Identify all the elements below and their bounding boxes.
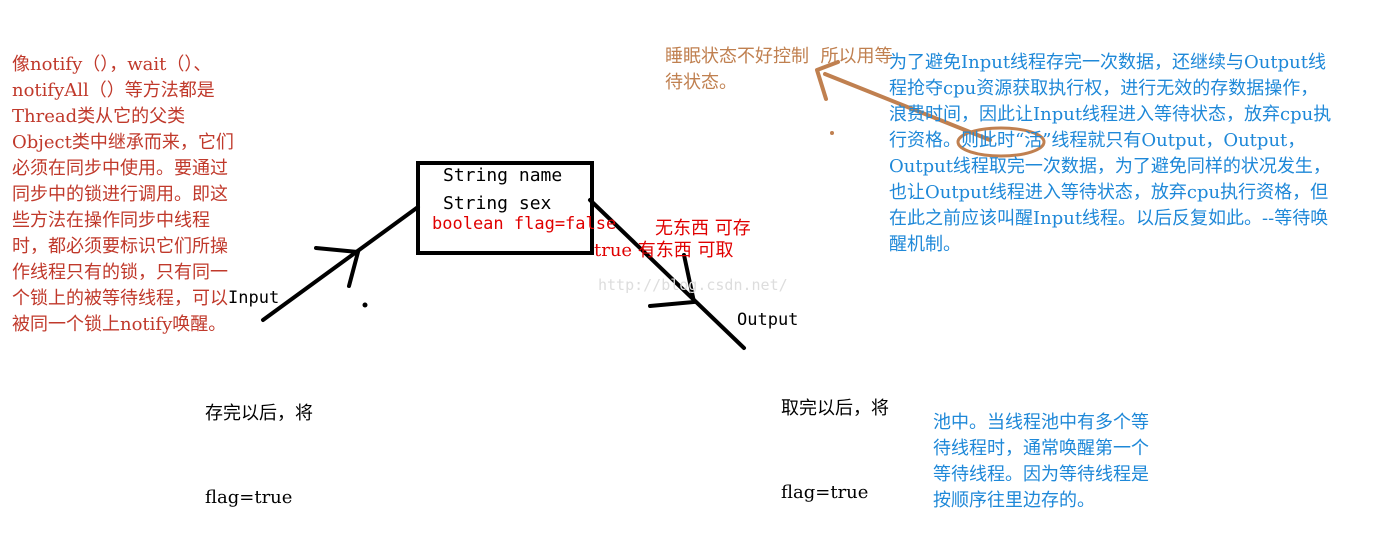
input-arrow-line (261, 205, 420, 322)
output-note-line2: flag=true (781, 482, 869, 503)
input-thread-label: Input (228, 288, 280, 308)
wait-notify-explanation: 为了避免Input线程存完一次数据，还继续与Output线程抢夺cpu资源获取执… (889, 52, 1332, 255)
input-arrowhead (314, 246, 361, 288)
thread-pool-note: 池中。当线程池中有多个等待线程时，通常唤醒第一个等待线程。因为等待线程是按顺序往… (933, 412, 1149, 511)
input-note-line1: 存完以后，将 (205, 403, 313, 424)
field-boolean-flag: boolean flag=false (432, 214, 617, 234)
output-note-line1: 取完以后，将 (781, 398, 889, 419)
shared-resource-box (416, 161, 594, 255)
brown-dot (830, 131, 834, 135)
input-note-line2: flag=true (205, 487, 293, 508)
flag-true-annotation: true 有东西 可取 (594, 240, 734, 261)
output-note: 取完以后，将 flag=true (781, 339, 889, 535)
brown-highlight-circle (956, 126, 1046, 158)
stray-dot (362, 302, 368, 308)
brown-arrowhead (815, 60, 840, 101)
left-explanation-note: 像notify（），wait（）、notifyAll（）等方法都是Thread类… (12, 54, 234, 335)
output-arrowhead (648, 253, 697, 308)
sleep-state-note: 睡眠状态不好控制 所以用等待状态。 (665, 46, 893, 93)
output-arrow-line (588, 198, 746, 350)
brown-arrow-line (823, 72, 992, 142)
input-note: 存完以后，将 flag=true (205, 344, 313, 540)
field-string-sex: String sex (443, 193, 552, 214)
flag-false-annotation: 无东西 可存 (655, 218, 751, 239)
field-string-name: String name (443, 165, 563, 186)
watermark: http://blog.csdn.net/ (598, 276, 788, 294)
output-thread-label: Output (737, 310, 799, 330)
